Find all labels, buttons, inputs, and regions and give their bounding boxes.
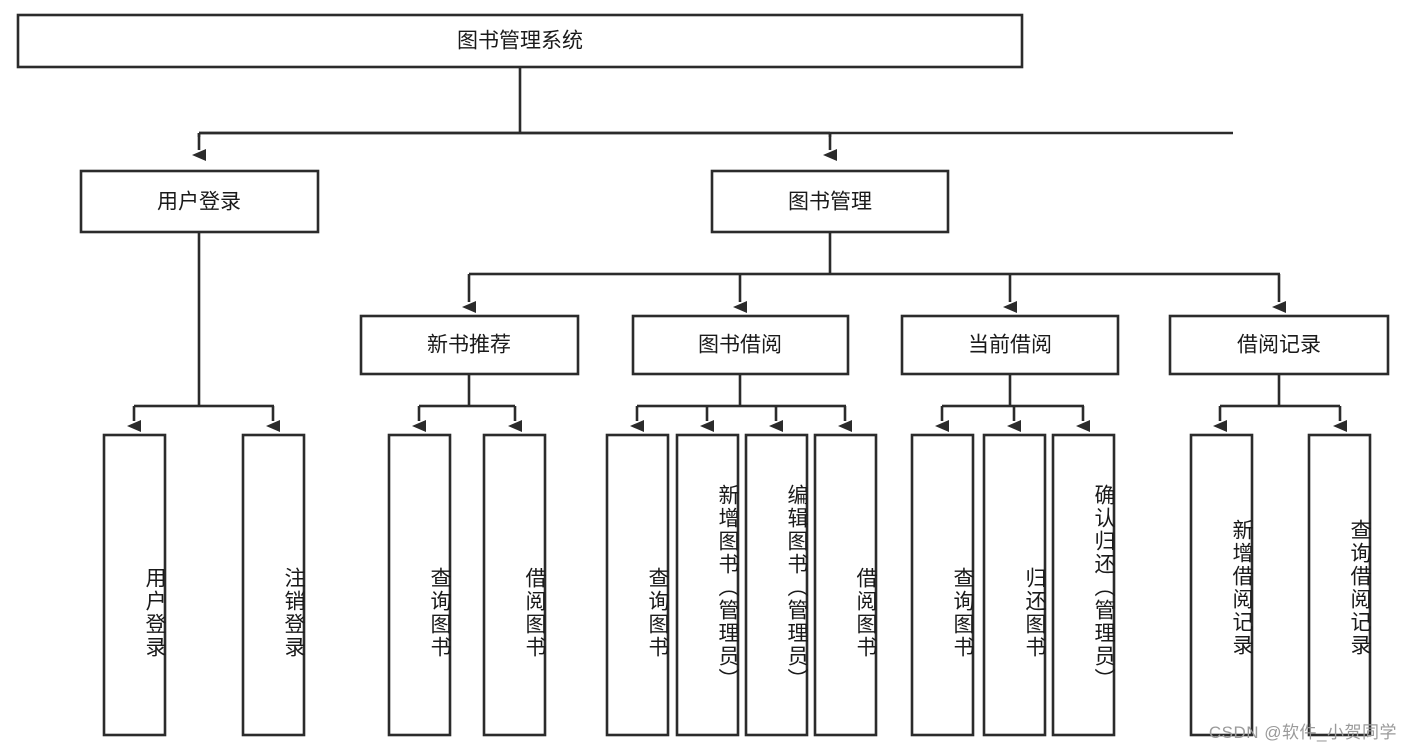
- connector-borrow-to-leaves: [630, 374, 852, 432]
- leaf-label-add-record: 新增借阅记录: [1230, 518, 1253, 657]
- leaf-box-add-record[interactable]: [1189, 433, 1254, 737]
- connector-record-to-leaves: [1213, 374, 1347, 432]
- leaf-box-user-login[interactable]: [102, 433, 167, 737]
- leaf-box-query-book-1[interactable]: [387, 433, 452, 737]
- leaf-label-return-book: 归还图书: [1023, 566, 1046, 659]
- leaf-box-query-book-3[interactable]: [910, 433, 975, 737]
- leaf-label-query-book-3: 查询图书: [951, 566, 974, 659]
- csdn-watermark: CSDN @软件_小贺同学: [1208, 723, 1397, 742]
- node-new-book-recommend-label: 新书推荐: [427, 334, 511, 357]
- leaf-box-add-book[interactable]: [675, 433, 740, 737]
- leaf-label-edit-book: 编辑图书（管理员）: [785, 483, 808, 691]
- node-borrow-record-label: 借阅记录: [1237, 334, 1321, 357]
- node-user-login-label: 用户登录: [157, 191, 241, 214]
- leaf-label-query-book-2: 查询图书: [646, 566, 669, 659]
- leaf-label-logout: 注销登录: [282, 566, 305, 659]
- node-root-label: 图书管理系统: [457, 30, 583, 53]
- leaf-label-confirm-return: 确认归还（管理员）: [1092, 483, 1115, 691]
- connector-bookmgmt-to-level3: [462, 232, 1286, 313]
- leaf-box-edit-book[interactable]: [744, 433, 809, 737]
- leaf-label-borrow-book-2: 借阅图书: [854, 566, 877, 659]
- leaf-label-add-book: 新增图书（管理员）: [716, 483, 739, 691]
- connector-newbook-to-leaves: [412, 374, 522, 432]
- leaf-box-logout[interactable]: [241, 433, 306, 737]
- connector-userlogin-to-leaves: [127, 232, 280, 432]
- connector-current-to-leaves: [935, 374, 1090, 432]
- leaf-label-user-login: 用户登录: [143, 566, 166, 659]
- node-current-borrow[interactable]: 当前借阅: [900, 314, 1120, 376]
- node-book-management-label: 图书管理: [788, 191, 872, 214]
- node-new-book-recommend[interactable]: 新书推荐: [359, 314, 580, 376]
- node-book-borrow[interactable]: 图书借阅: [631, 314, 850, 376]
- leaf-label-query-book-1: 查询图书: [428, 566, 451, 659]
- leaf-box-query-record[interactable]: [1307, 433, 1372, 737]
- leaf-label-borrow-book-1: 借阅图书: [523, 566, 546, 659]
- node-user-login[interactable]: 用户登录: [79, 169, 320, 234]
- leaf-box-confirm-return[interactable]: [1051, 433, 1116, 737]
- node-borrow-record[interactable]: 借阅记录: [1168, 314, 1390, 376]
- connector-root-to-level2: [192, 67, 1233, 161]
- leaf-box-borrow-book-2[interactable]: [813, 433, 878, 737]
- leaf-box-borrow-book-1[interactable]: [482, 433, 547, 737]
- node-current-borrow-label: 当前借阅: [968, 334, 1052, 357]
- leaf-box-query-book-2[interactable]: [605, 433, 670, 737]
- leaf-boxes: [102, 433, 1372, 737]
- leaf-label-query-record: 查询借阅记录: [1348, 518, 1371, 657]
- node-book-borrow-label: 图书借阅: [698, 334, 782, 357]
- node-book-management[interactable]: 图书管理: [710, 169, 950, 234]
- leaf-box-return-book[interactable]: [982, 433, 1047, 737]
- node-root[interactable]: 图书管理系统: [16, 13, 1024, 69]
